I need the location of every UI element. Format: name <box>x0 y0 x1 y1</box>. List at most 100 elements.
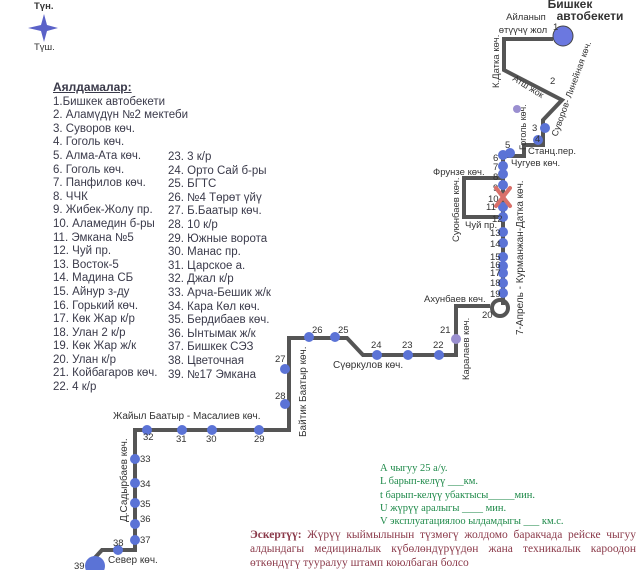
legend-stop-item: 26. №4 Төрөт үйү <box>168 191 262 204</box>
stop-marker-31 <box>177 425 187 435</box>
stop-marker-25 <box>330 332 340 342</box>
legend-stop-item: 23. 3 к/р <box>168 151 212 163</box>
legend-stop-item: 20. Улан к/р <box>53 353 116 366</box>
legend-stop-item: 12. Чуй пр. <box>53 245 112 258</box>
legend-stop-item: 11. Эмкана №5 <box>53 231 134 244</box>
stop-marker-13 <box>498 227 508 237</box>
stop-number-label: 32 <box>143 432 154 443</box>
street-k-datka: К.Датка көч. <box>491 35 502 88</box>
stop-marker-21 <box>451 334 461 344</box>
stop-number-label: 7 <box>493 162 498 173</box>
note-label: Эскертүү: <box>250 529 302 541</box>
legend-stop-item: 32. Джал к/р <box>168 273 234 286</box>
stop-marker-12 <box>498 212 508 222</box>
stop-marker-16 <box>498 261 508 271</box>
stop-marker-18 <box>498 278 508 288</box>
note-text: Жүрүү кыймылынын түзмөгү жолдомо баракча… <box>250 529 636 569</box>
legend-stop-item: 33. Арча-Бешик ж/к <box>168 286 271 299</box>
legend-stop-item: 13. Восток-5 <box>53 258 119 271</box>
stop-number-label: 31 <box>176 434 187 445</box>
info-time: t барып-келүү убактысы_____мин. <box>380 489 536 501</box>
stop-number-label: 33 <box>140 454 151 465</box>
legend-stop-item: 25. БГТС <box>168 178 217 191</box>
stop-marker-29 <box>254 425 264 435</box>
stop-marker-34 <box>130 478 140 488</box>
street-suerkulov: Сүөркулов көч. <box>333 360 403 371</box>
stop-marker-38 <box>113 545 123 555</box>
stop-number-label: 17 <box>490 268 501 279</box>
compass-south: Түш. <box>34 42 55 53</box>
stop-marker-32 <box>142 425 152 435</box>
stop-marker-36 <box>130 519 140 529</box>
legend-stop-item: 29. Южные ворота <box>168 232 268 245</box>
legend-stop-item: 24. Орто Сай б-ры <box>168 164 267 177</box>
legend-stop-item: 3. Суворов көч. <box>53 122 135 135</box>
stop-marker-28 <box>280 399 290 409</box>
legend-stop-item: 37. Бишкек СЭЗ <box>168 341 254 354</box>
compass-icon <box>28 14 58 42</box>
stop-marker-6 <box>498 150 508 160</box>
legend-stop-item: 18. Улан 2 к/р <box>53 326 126 339</box>
stop-marker-24 <box>372 350 382 360</box>
gogol-marker-icon <box>513 105 521 113</box>
stop-marker-30 <box>207 425 217 435</box>
info-interval: U жүрүү аралыгы ____ мин. <box>380 502 507 514</box>
info-speed: V эксплуатациялоо ылдамдыгы ___ км.с. <box>380 516 564 528</box>
legend-stop-item: 10. Аламедин б-ры <box>53 217 155 230</box>
legend-stop-item: 19. Көк Жар ж/к <box>53 340 137 353</box>
legend-stop-item: 1.Бишкек автобекети <box>53 95 166 108</box>
stop-number-label: 34 <box>140 479 151 490</box>
legend-stop-item: 5. Алма-Ата көч. <box>53 149 142 162</box>
stop-number-label: 37 <box>140 535 151 546</box>
legend-stop-item: 31. Царское а. <box>168 259 246 272</box>
stop-number-label: 13 <box>490 228 501 239</box>
stop-number-label: 28 <box>275 391 286 402</box>
turnaround-label-line2: өтүүчү жол <box>499 25 547 36</box>
stop-number-label: 4 <box>535 134 540 145</box>
street-chuy: Чуй пр. <box>465 220 497 231</box>
legend-stop-item: 14. Мадина СБ <box>53 272 134 285</box>
stop-number-label: 21 <box>440 325 451 336</box>
stop-marker-19 <box>498 288 508 298</box>
stop-number-label: 12 <box>492 214 503 225</box>
stop-marker-15 <box>498 252 508 262</box>
stop-marker-35 <box>130 498 140 508</box>
stop-number-label: 18 <box>490 278 501 289</box>
stop-marker-27 <box>280 364 290 374</box>
stop-number-label: 26 <box>312 325 323 336</box>
stop-number-label: 15 <box>490 252 501 263</box>
stop-marker-4 <box>533 135 543 145</box>
street-karalaev: Каралаев көч. <box>461 318 472 380</box>
stop-number-label: 20 <box>482 310 493 321</box>
legend-stop-item: 22. 4 к/р <box>53 381 97 394</box>
stop-marker-17 <box>498 268 508 278</box>
stop-number-label: 14 <box>490 239 501 250</box>
stop-number-label: 2 <box>550 76 555 87</box>
stop-marker-9 <box>498 180 508 190</box>
stop-number-label: 36 <box>140 514 151 525</box>
legend-stop-item: 16. Горький көч. <box>53 299 139 312</box>
stop-number-label: 23 <box>402 340 413 351</box>
turnaround-ring-icon <box>490 298 510 318</box>
legend-stop-item: 9. Жибек-Жолу пр. <box>53 204 153 217</box>
stop-marker-23 <box>403 350 413 360</box>
terminal-label-line2: автобекети <box>557 9 624 23</box>
street-frunze: Фрунзе көч. <box>433 167 485 178</box>
terminal-bishkek-icon <box>552 25 574 47</box>
street-suvorov: Суворов- Линейная көч. <box>549 40 593 138</box>
stop-marker-26 <box>304 332 314 342</box>
legend-stop-item: 15. Айнур з-ду <box>53 285 130 298</box>
street-kurmanjan: 7-Апрель - Курманжан-Датка көч. <box>515 180 526 335</box>
stop-number-label: 39 <box>74 561 85 570</box>
legend-title: Аялдамалар: <box>53 80 132 94</box>
street-jaiyl: Жайыл Баатыр - Масалиев көч. <box>113 411 261 422</box>
stop-number-label: 5 <box>505 140 510 151</box>
legend-stop-item: 21. Койбагаров көч. <box>53 367 158 380</box>
street-suyunbaev: Суюнбаев көч. <box>451 178 462 243</box>
street-chuguev: Чугуев көч. <box>511 158 560 169</box>
stop-number-label: 11 <box>486 202 496 213</box>
stop-number-label: 3 <box>532 123 537 134</box>
stop-number-label: 16 <box>490 260 501 271</box>
legend-stop-item: 36. Ынтымак ж/к <box>168 327 256 340</box>
